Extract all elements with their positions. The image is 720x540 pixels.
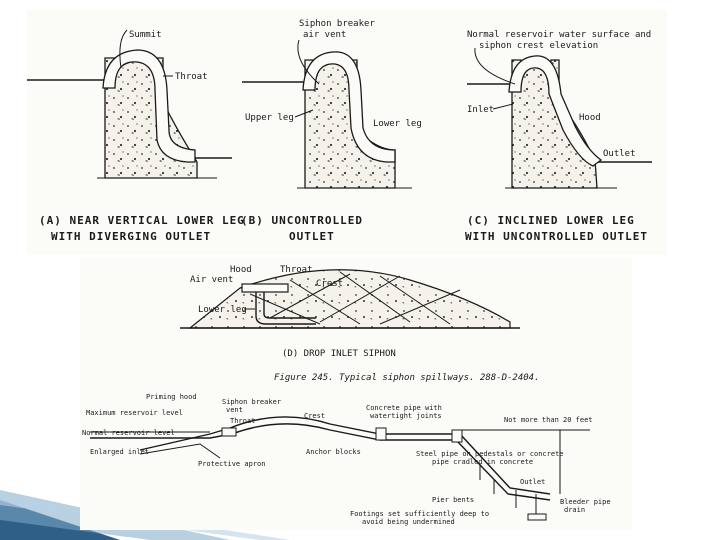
label-pier-bents: Pier bents [432,496,474,504]
label-footings-1: Footings set sufficiently deep to [350,510,489,518]
label-upper-leg: Upper leg [245,113,294,123]
section-b: Siphon breaker air vent Upper leg Lower … [241,19,422,243]
caption-a-line2: WITH DIVERGING OUTLET [51,230,211,243]
label-concrete-pipe-2: watertight joints [370,412,442,420]
label-outlet: Outlet [520,478,545,486]
profile-siphon: Priming hood Maximum reservoir level Nor… [82,393,611,526]
label-not-more-20ft: Not more than 20 feet [504,416,593,424]
label-throat: Throat [175,72,208,82]
label-d-hood: Hood [230,265,252,275]
siphon-types-figure-top: Summit Throat (A) NEAR VERTICAL LOWER LE… [27,10,667,255]
label-d-air-vent: Air vent [190,275,233,285]
label-outlet: Outlet [603,149,636,159]
label-breaker-2: vent [226,406,243,414]
label-anchor-blocks: Anchor blocks [306,448,361,456]
label-steel-pipe-1: Steel pipe on pedestals or concrete [416,450,564,458]
label-summit: Summit [129,30,162,40]
label-concrete-pipe-1: Concrete pipe with [366,404,442,412]
caption-a-line1: (A) NEAR VERTICAL LOWER LEG [39,214,245,227]
label-throat: Throat [230,417,255,425]
label-siphon-breaker-1: Siphon breaker [299,19,375,29]
label-siphon-breaker-2: air vent [303,30,346,40]
label-enlarged-inlet: Enlarged inlet [90,448,149,456]
section-d: Hood Throat Air vent Crest Lower leg (D)… [180,265,520,359]
caption-b-line1: (B) UNCONTROLLED [241,214,363,227]
caption-c-line2: WITH UNCONTROLLED OUTLET [465,230,648,243]
label-crest: Crest [304,412,325,420]
label-protective-apron: Protective apron [198,460,265,468]
label-normal-reservoir-2: siphon crest elevation [479,41,598,51]
label-maximum-level: Maximum reservoir level [86,409,183,417]
siphon-sections-drawing: Summit Throat (A) NEAR VERTICAL LOWER LE… [27,19,652,243]
label-steel-pipe-2: pipe cradled in concrete [432,458,533,466]
label-d-lower-leg: Lower leg [198,305,247,315]
label-bleeder-2: drain [564,506,585,514]
label-priming-hood: Priming hood [146,393,197,401]
label-bleeder-1: Bleeder pipe [560,498,611,506]
label-hood: Hood [579,113,601,123]
caption-d: (D) DROP INLET SIPHON [282,349,396,359]
label-lower-leg: Lower leg [373,119,422,129]
figure-caption: Figure 245. Typical siphon spillways. 28… [274,373,540,383]
label-d-crest: Crest [316,279,343,289]
label-normal-reservoir-1: Normal reservoir water surface and [467,30,651,40]
label-normal-level: Normal reservoir level [82,429,175,437]
label-footings-2: avoid being undermined [362,518,455,526]
section-c: Normal reservoir water surface and sipho… [465,30,652,243]
label-d-throat: Throat [280,265,313,275]
caption-b-line2: OUTLET [289,230,335,243]
caption-c-line1: (C) INCLINED LOWER LEG [467,214,635,227]
label-breaker-1: Siphon breaker [222,398,281,406]
label-inlet: Inlet [467,105,494,115]
siphon-types-figure-bottom: Hood Throat Air vent Crest Lower leg (D)… [80,258,632,530]
section-a: Summit Throat (A) NEAR VERTICAL LOWER LE… [27,29,245,243]
drop-inlet-and-profile-drawing: Hood Throat Air vent Crest Lower leg (D)… [82,265,611,526]
